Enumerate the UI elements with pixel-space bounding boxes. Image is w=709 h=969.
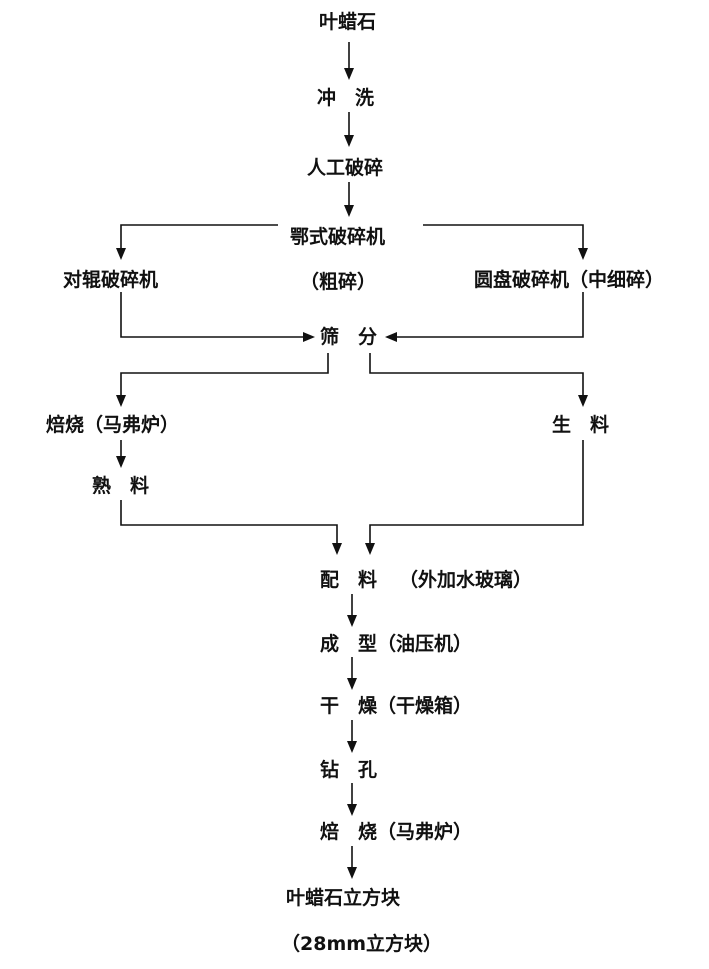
node-roasting-2: 焙 烧（马弗炉） bbox=[320, 821, 473, 843]
node-batching-note: （外加水玻璃） bbox=[399, 569, 533, 591]
node-roasting-1: 焙烧（马弗炉） bbox=[46, 414, 180, 436]
arrow-disc-to-screening bbox=[395, 292, 584, 338]
node-raw-material: 生 料 bbox=[552, 414, 610, 436]
node-jaw-crusher: 鄂式破碎机 bbox=[290, 226, 386, 248]
node-washing: 冲 洗 bbox=[317, 87, 375, 109]
node-product-note: （28mm立方块） bbox=[281, 933, 443, 955]
node-product: 叶蜡石立方块 bbox=[286, 887, 401, 909]
arrow-screening-to-raw bbox=[369, 353, 584, 397]
arrow-jaw-to-roller bbox=[120, 224, 278, 250]
arrow-jaw-to-disc bbox=[423, 224, 584, 250]
arrow-roller-to-screening bbox=[120, 292, 305, 338]
node-manual-crushing: 人工破碎 bbox=[307, 157, 384, 179]
arrow-screening-to-roasting bbox=[120, 353, 329, 397]
node-drilling: 钻 孔 bbox=[320, 759, 378, 781]
node-batching: 配 料 bbox=[320, 569, 378, 591]
node-jaw-crusher-note: （粗碎） bbox=[300, 271, 377, 293]
node-drying: 干 燥（干燥箱） bbox=[320, 695, 473, 717]
node-forming: 成 型（油压机） bbox=[320, 633, 473, 655]
node-pyrophyllite: 叶蜡石 bbox=[319, 11, 377, 33]
node-disc-crusher: 圆盘破碎机（中细碎） bbox=[474, 269, 665, 291]
arrow-raw-to-batching bbox=[369, 440, 584, 545]
node-screening: 筛 分 bbox=[320, 326, 378, 348]
node-roller-crusher: 对辊破碎机 bbox=[63, 269, 159, 291]
arrow-cooked-to-batching bbox=[120, 500, 338, 545]
node-cooked-material: 熟 料 bbox=[92, 475, 150, 497]
